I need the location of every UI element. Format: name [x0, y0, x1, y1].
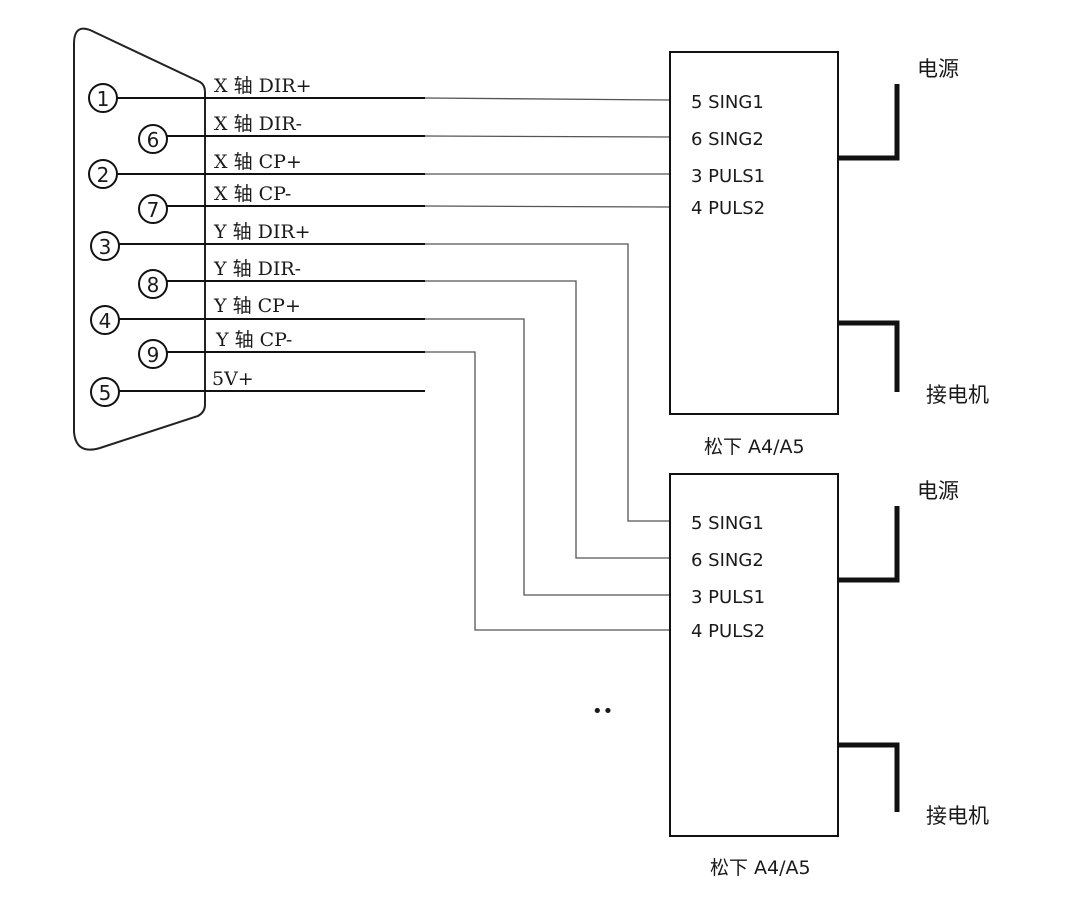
terminal-puls1: 3 PULS1	[691, 166, 765, 187]
pin-7: 7	[138, 194, 168, 224]
driver-model-label: 松下 A4/A5	[710, 857, 811, 879]
terminal-puls2: 4 PULS2	[691, 621, 765, 642]
driver-2: 5 SING1 6 SING2 3 PULS1 4 PULS2 电源 接电机 松…	[669, 473, 989, 879]
pin-number: 4	[99, 309, 112, 333]
terminal-puls1: 3 PULS1	[691, 587, 765, 608]
power-lead	[838, 84, 900, 161]
wire-x-cp-minus	[424, 205, 671, 208]
wire-label-5v: 5V+	[212, 368, 254, 390]
terminal-sing1: 5 SING1	[691, 513, 764, 534]
driver-box	[669, 473, 839, 837]
driver-box	[669, 51, 839, 415]
terminal-sing2: 6 SING2	[691, 550, 764, 571]
wire-label-x-dir-minus: X 轴 DIR-	[214, 113, 302, 135]
pin-1: 1	[88, 83, 118, 113]
pin-number: 7	[147, 198, 160, 222]
wire-label-y-dir-plus: Y 轴 DIR+	[213, 221, 311, 243]
wire-y-dir-plus	[425, 243, 670, 522]
terminal-puls2: 4 PULS2	[691, 198, 765, 219]
wire-label-x-cp-plus: X 轴 CP+	[214, 151, 302, 173]
pin-4: 4	[90, 305, 120, 335]
pin-number: 6	[147, 128, 160, 152]
wire-label-y-dir-minus: Y 轴 DIR-	[213, 258, 301, 280]
pin-number: 9	[147, 343, 160, 367]
ellipsis-dots: ••	[592, 701, 613, 722]
motor-lead	[838, 742, 900, 812]
pin-6: 6	[138, 124, 168, 154]
wire-y-cp-minus	[425, 351, 670, 631]
terminal-sing2: 6 SING2	[691, 129, 764, 150]
pin-8: 8	[138, 269, 168, 299]
motor-label: 接电机	[926, 383, 989, 407]
wire-label-y-cp-plus: Y 轴 CP+	[213, 295, 301, 317]
pin-number: 5	[99, 381, 112, 405]
power-label: 电源	[917, 479, 959, 503]
power-label: 电源	[917, 57, 959, 81]
motor-lead	[838, 320, 900, 392]
pin-number: 2	[97, 163, 110, 187]
pin-2: 2	[88, 159, 118, 189]
wire-label-x-cp-minus: X 轴 CP-	[214, 183, 291, 205]
pin-5: 5	[90, 377, 120, 407]
wire-x-dir-plus	[424, 97, 671, 101]
db9-connector-outline	[73, 27, 206, 451]
pin-number: 8	[147, 273, 160, 297]
terminal-sing1: 5 SING1	[691, 92, 764, 113]
pin-3: 3	[90, 231, 120, 261]
wire-label-x-dir-plus: X 轴 DIR+	[214, 75, 312, 97]
motor-label: 接电机	[926, 804, 989, 828]
driver-model-label: 松下 A4/A5	[704, 436, 805, 458]
pin-number: 1	[97, 87, 110, 111]
pin-number: 3	[99, 235, 112, 259]
wire-y-dir-minus	[425, 280, 670, 559]
driver-1: 5 SING1 6 SING2 3 PULS1 4 PULS2 电源 接电机 松…	[669, 51, 989, 458]
wire-label-y-cp-minus: Y 轴 CP-	[215, 329, 292, 351]
wire-x-dir-minus	[424, 135, 671, 138]
pin-9: 9	[138, 339, 168, 369]
wire-y-cp-plus	[425, 318, 670, 596]
power-lead	[838, 506, 900, 583]
